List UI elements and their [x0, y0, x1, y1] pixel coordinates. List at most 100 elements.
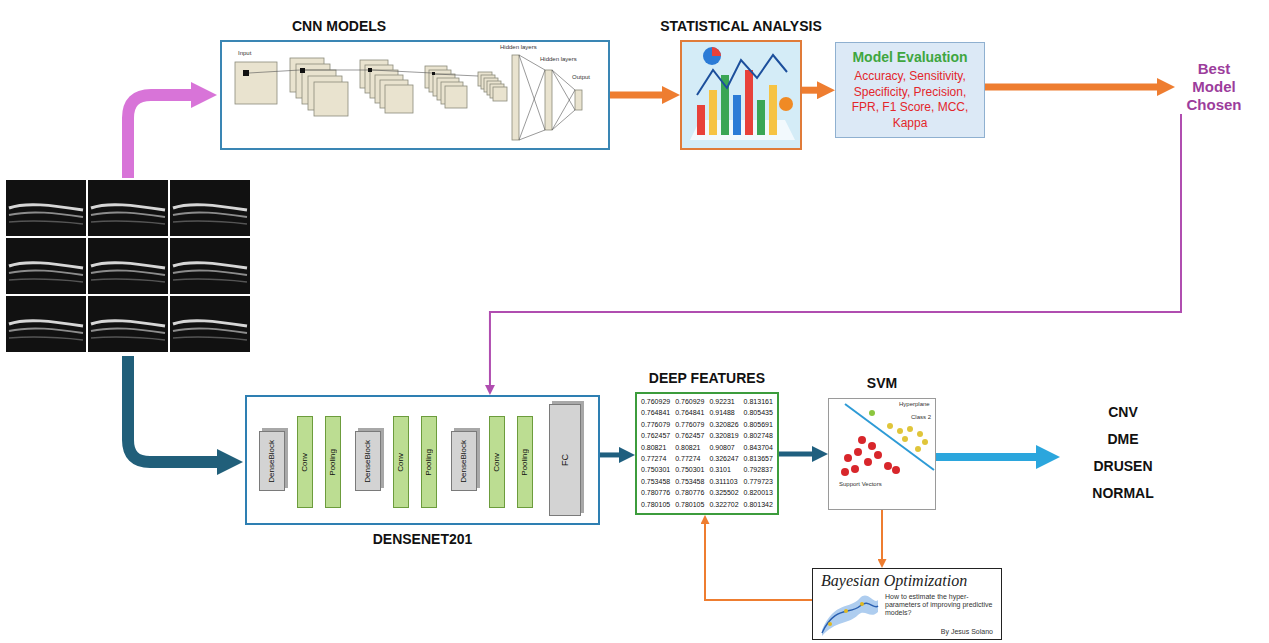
dense-link — [552, 90, 575, 130]
layer-caption: Hidden layers — [540, 56, 577, 62]
bayesian-panel: Bayesian OptimizationHow to estimate the… — [812, 568, 1002, 640]
layer-caption: Output — [572, 74, 590, 80]
layer-caption: Input — [238, 50, 251, 56]
text-holder: DME — [1060, 431, 1186, 447]
table-cell: 0.326247 — [709, 455, 738, 463]
evaluation-box: Model EvaluationAccuracy, Sensitivity, S… — [835, 42, 985, 138]
panel-note: How to estimate the hyper-parameters of … — [885, 593, 993, 617]
dense-link — [519, 55, 545, 130]
svm-panel: SVMHyperplaneClass 2Support Vectors — [828, 398, 936, 510]
table-cell: 0.311103 — [709, 478, 738, 486]
layer-caption: Hidden layers — [500, 44, 537, 50]
kernel-line — [249, 70, 300, 73]
table-cell: 0.792837 — [744, 466, 773, 474]
svm-illustration — [829, 399, 935, 509]
table-cell: 0.764841 — [641, 409, 670, 417]
class-list: CNV DME DRUSEN NORMAL — [1060, 404, 1186, 512]
hidden-layer — [545, 70, 552, 130]
feature-map — [445, 86, 467, 108]
sample-dot — [828, 622, 832, 626]
table-cell: 0.3101 — [709, 466, 738, 474]
feature-map — [493, 87, 507, 101]
pie-slice — [712, 47, 721, 56]
author-note: By Jesus Solano — [941, 628, 993, 635]
table-cell: 0.780105 — [641, 501, 670, 509]
dense-block: DenseBlock — [355, 431, 381, 491]
panel-heading: SVM — [867, 375, 897, 391]
dense-link — [519, 130, 545, 140]
class-name: CNV — [1060, 404, 1186, 420]
feature-map — [314, 82, 348, 116]
connector-arrow — [802, 87, 817, 94]
chart-bar — [697, 105, 705, 135]
result-note: Best Model Chosen — [1175, 60, 1253, 114]
oct-image-grid — [6, 180, 250, 352]
text-holder: NORMAL — [1060, 485, 1186, 501]
layer-label: Conv — [301, 453, 309, 472]
class-dot — [851, 465, 859, 473]
class-dot — [922, 439, 928, 445]
table-cell: 0.780776 — [641, 489, 670, 497]
plot-caption: Support Vectors — [839, 481, 882, 487]
class-dot — [915, 446, 921, 452]
input-layer — [235, 62, 277, 104]
statistics-panel: STATISTICAL ANALYSIS — [680, 40, 802, 150]
confidence-band — [822, 596, 878, 636]
table-cell: 0.91488 — [709, 409, 738, 417]
dense-block: DenseBlock — [259, 431, 285, 491]
class-dot — [854, 448, 862, 456]
table-cell: 0.776079 — [675, 421, 704, 429]
dense-block: DenseBlock — [451, 431, 477, 491]
feature-map — [385, 85, 413, 113]
table-cell: 0.843704 — [744, 444, 773, 452]
chart-bar — [733, 95, 741, 135]
label-holder: Hidden layers — [500, 44, 537, 50]
hyperplane-line — [845, 404, 934, 470]
oct-scan — [6, 180, 86, 236]
text-holder: Pooling — [425, 449, 433, 476]
table-cell: 0.776079 — [641, 421, 670, 429]
layer-label: FC — [561, 454, 570, 466]
output-layer — [575, 90, 582, 110]
oct-scan — [88, 180, 168, 236]
text-holder: CNN MODELS — [292, 18, 386, 34]
connector-arrow — [779, 452, 812, 457]
table-cell: 0.780776 — [675, 489, 704, 497]
label-holder: Support Vectors — [839, 481, 882, 487]
dense-link — [552, 70, 575, 90]
densenet-panel: DenseBlockConvPoolingDenseBlockConvPooli… — [245, 395, 600, 525]
feature-table: DEEP FEATURES0.7609290.7609290.922310.81… — [635, 392, 779, 515]
text-holder: CNV — [1060, 404, 1186, 420]
kernel — [432, 72, 435, 75]
layer-bar: Conv — [297, 416, 313, 508]
table-cell: 0.805691 — [744, 421, 773, 429]
class-dot — [841, 468, 849, 476]
panel-heading: STATISTICAL ANALYSIS — [660, 18, 822, 34]
table-cell: 0.762457 — [641, 432, 670, 440]
plot-ground — [829, 399, 935, 509]
label-holder: Hyperplane — [899, 401, 930, 407]
table-cell: 0.760929 — [641, 398, 670, 406]
sample-dot — [860, 602, 864, 606]
pie-chart — [779, 97, 793, 111]
table-cell: 0.325502 — [709, 489, 738, 497]
statistics-illustration — [682, 42, 800, 148]
kernel-line — [372, 70, 432, 73]
input-arrow — [128, 356, 217, 462]
table-cell: 0.764841 — [675, 409, 704, 417]
layer-bar: Pooling — [517, 416, 533, 508]
table-cell: 0.753458 — [675, 478, 704, 486]
kernel-line — [305, 70, 368, 71]
chart-bar — [757, 100, 765, 135]
oct-scan — [6, 238, 86, 294]
class-name: NORMAL — [1060, 485, 1186, 501]
pie-chart — [703, 47, 721, 65]
plot-caption: Class 2 — [911, 414, 931, 420]
input-arrow — [128, 95, 191, 178]
result-text: Best Model Chosen — [1175, 60, 1253, 114]
label-holder: Input — [238, 50, 251, 56]
connector-arrow — [610, 92, 662, 99]
mean-curve — [822, 603, 878, 633]
text-holder: DRUSEN — [1060, 458, 1186, 474]
table-cell: 0.77274 — [675, 455, 704, 463]
